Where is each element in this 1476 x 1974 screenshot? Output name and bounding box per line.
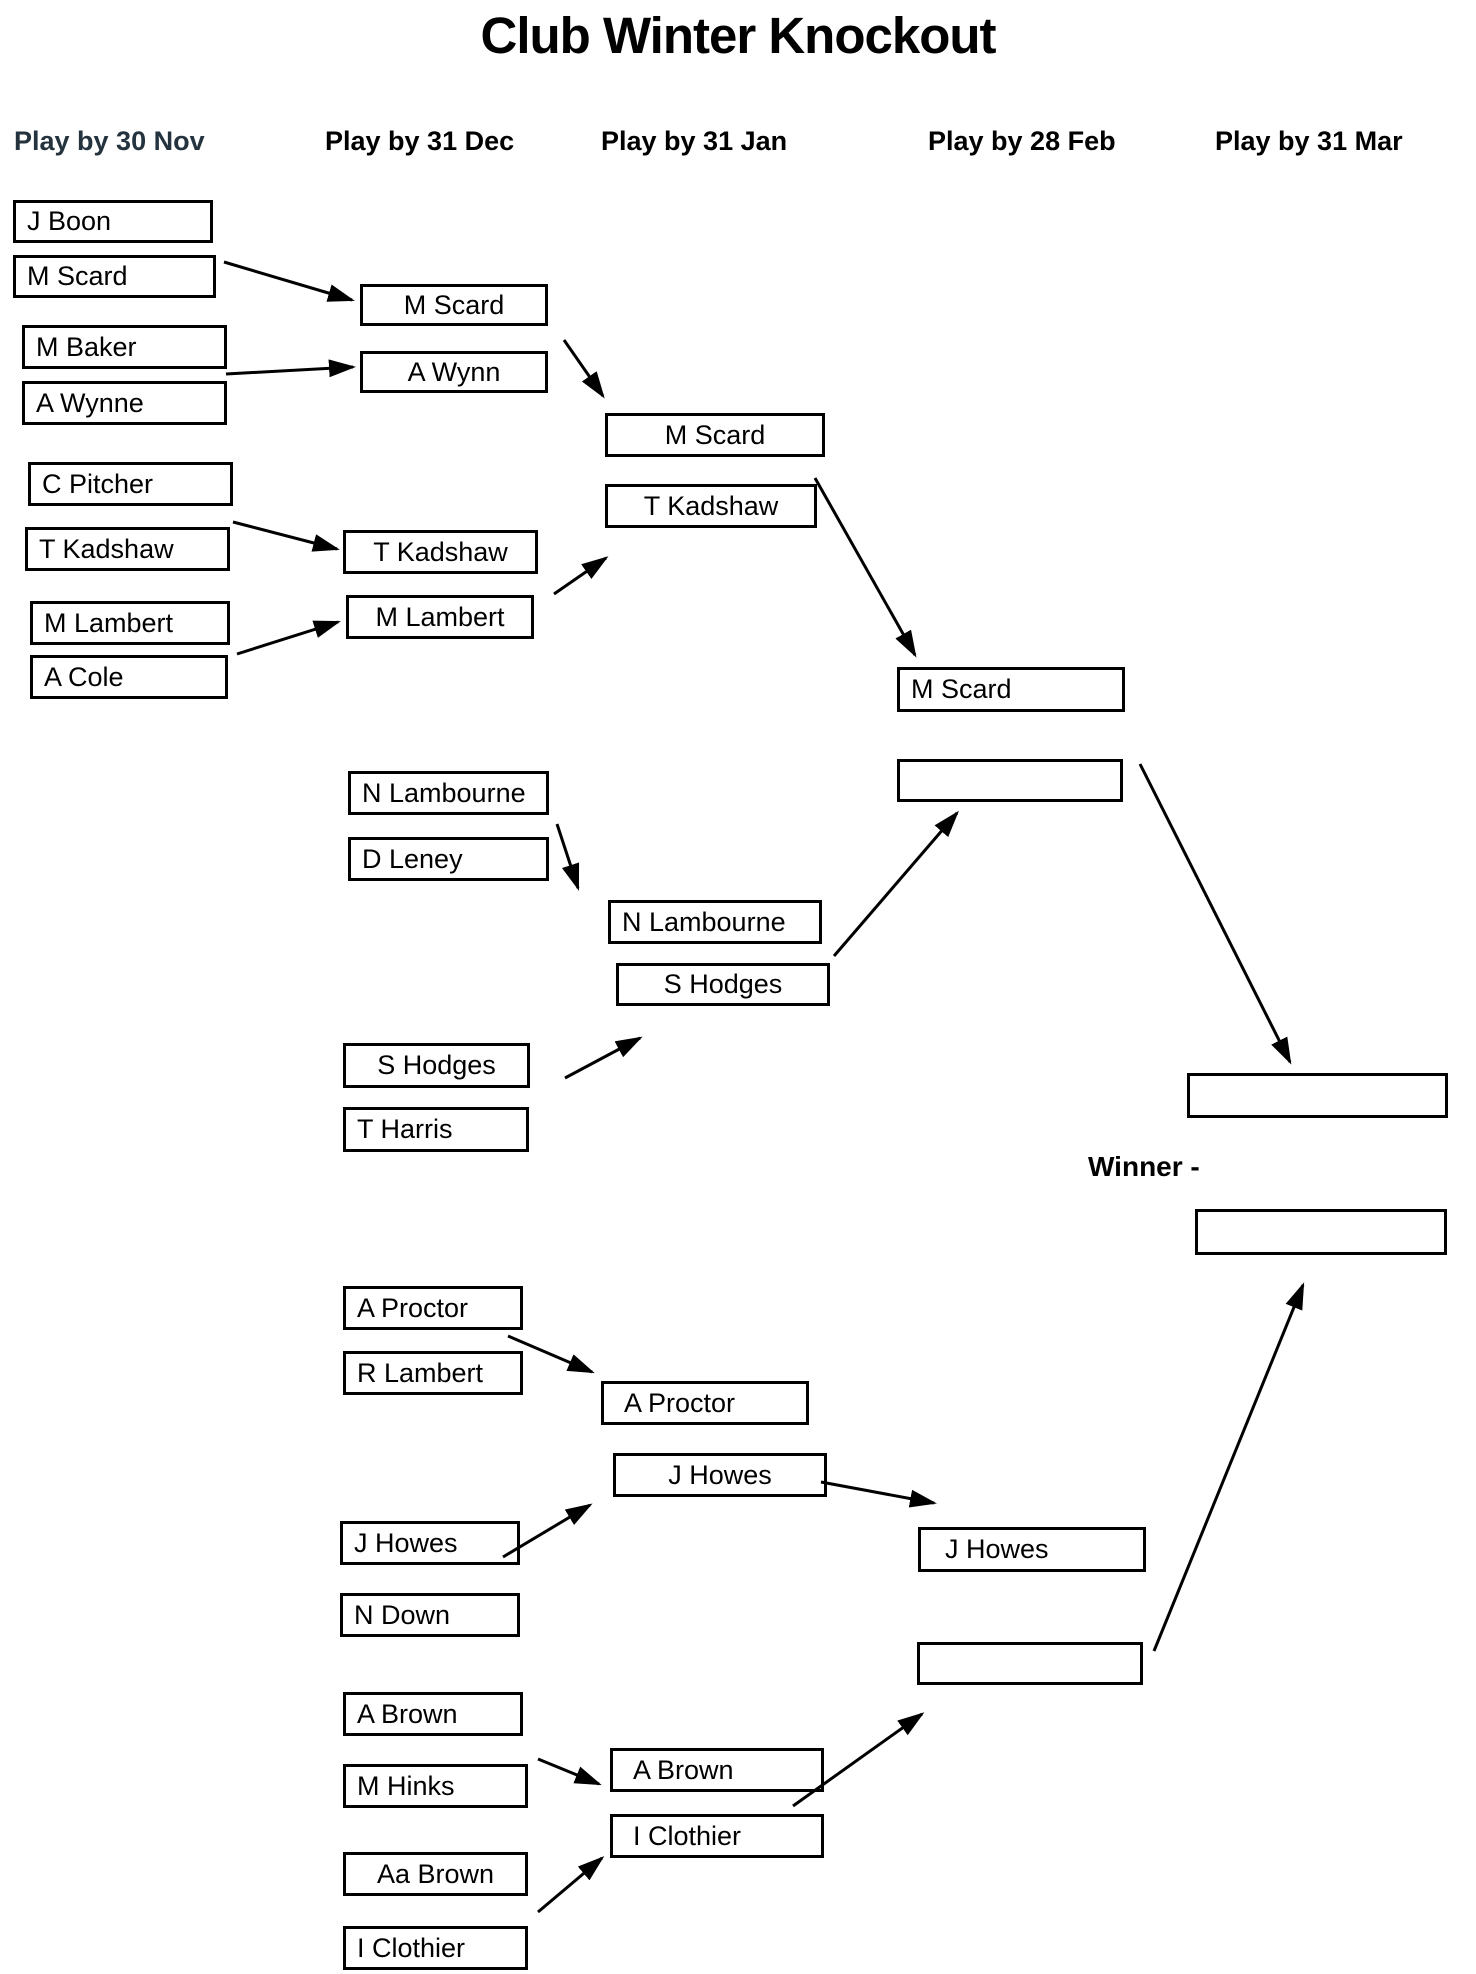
bracket-box-r2-m-hinks: M Hinks [343,1764,528,1808]
bracket-box-r2-i-clothier: I Clothier [343,1926,528,1970]
arrow-lambourne-leney-to-r3 [555,823,580,891]
bracket-box-r3-t-kadshaw: T Kadshaw [605,484,817,528]
bracket-box-r1-a-cole: A Cole [30,655,228,699]
bracket-box-sf1-blank [897,759,1123,802]
arrow-match3-to-r2 [232,520,340,552]
bracket-box-r2-aa-brown: Aa Brown [343,1852,528,1896]
bracket-box-final-bottom [1195,1209,1447,1255]
arrow-kadshaw-lambert-to-r3 [553,556,609,596]
bracket-box-r2-m-lambert: M Lambert [346,595,534,639]
bracket-box-sf1-m-scard: M Scard [897,667,1125,712]
bracket-box-r1-j-boon: J Boon [13,200,213,243]
bracket-box-r2-t-kadshaw: T Kadshaw [343,530,538,574]
bracket-box-r2-t-harris: T Harris [343,1107,529,1152]
bracket-box-r3-s-hodges: S Hodges [616,963,830,1006]
bracket-box-final-top [1187,1073,1448,1118]
bracket-box-r2-n-down: N Down [340,1593,520,1637]
bracket-box-sf2-blank [917,1642,1143,1685]
column-header-31-jan: Play by 31 Jan [601,126,788,156]
bracket-box-r3-m-scard: M Scard [605,413,825,457]
bracket-box-r2-s-hodges: S Hodges [343,1043,530,1088]
bracket-box-r1-m-lambert: M Lambert [30,601,230,645]
bracket-box-sf2-j-howes: J Howes [918,1527,1146,1572]
arrow-match1-to-r2 [223,260,355,302]
bracket-box-r3-i-clothier: I Clothier [610,1814,824,1858]
bracket-box-r2-a-wynn: A Wynn [360,351,548,393]
bracket-box-r1-m-baker: M Baker [22,325,227,369]
arrow-scard-kadshaw-to-sf1 [813,477,917,658]
column-header-30-nov: Play by 30 Nov [14,126,205,156]
arrow-hodges-harris-to-r3 [564,1036,643,1080]
bracket-box-r2-j-howes: J Howes [340,1521,520,1565]
arrow-scard-wynn-to-r3 [562,339,605,399]
arrow-lambourne-hodges-to-sf1 [832,810,959,957]
winner-label: Winner - [1088,1151,1200,1182]
arrow-aabrown-clothier-to-r3 [537,1856,605,1914]
column-header-28-feb: Play by 28 Feb [928,126,1116,156]
bracket-box-r3-n-lambourne: N Lambourne [608,900,822,944]
arrow-brown-hinks-to-r3 [537,1757,602,1786]
arrow-sf2-to-final [1152,1282,1305,1652]
bracket-box-r2-r-lambert: R Lambert [343,1351,523,1395]
bracket-box-r1-c-pitcher: C Pitcher [28,462,233,506]
bracket-box-r2-d-leney: D Leney [348,837,549,881]
bracket-box-r1-m-scard: M Scard [13,255,216,298]
arrow-match2-to-r2 [225,359,356,378]
bracket-box-r1-t-kadshaw: T Kadshaw [25,527,230,571]
arrow-match4-to-r2 [236,620,341,656]
column-header-31-mar: Play by 31 Mar [1215,126,1403,156]
bracket-box-r2-m-scard: M Scard [360,284,548,326]
bracket-box-r3-a-brown: A Brown [610,1748,824,1792]
bracket-box-r2-n-lambourne: N Lambourne [348,771,549,815]
bracket-box-r1-a-wynne: A Wynne [22,381,227,425]
bracket-box-r2-a-proctor: A Proctor [343,1286,523,1330]
page-title: Club Winter Knockout [480,7,996,64]
bracket-box-r3-a-proctor: A Proctor [601,1381,809,1425]
arrow-sf1-to-final [1138,763,1292,1065]
arrow-proctor-howes-to-sf2 [820,1480,937,1508]
column-header-31-dec: Play by 31 Dec [325,126,515,156]
bracket-box-r2-a-brown: A Brown [343,1692,523,1736]
bracket-box-r3-j-howes: J Howes [613,1453,827,1497]
